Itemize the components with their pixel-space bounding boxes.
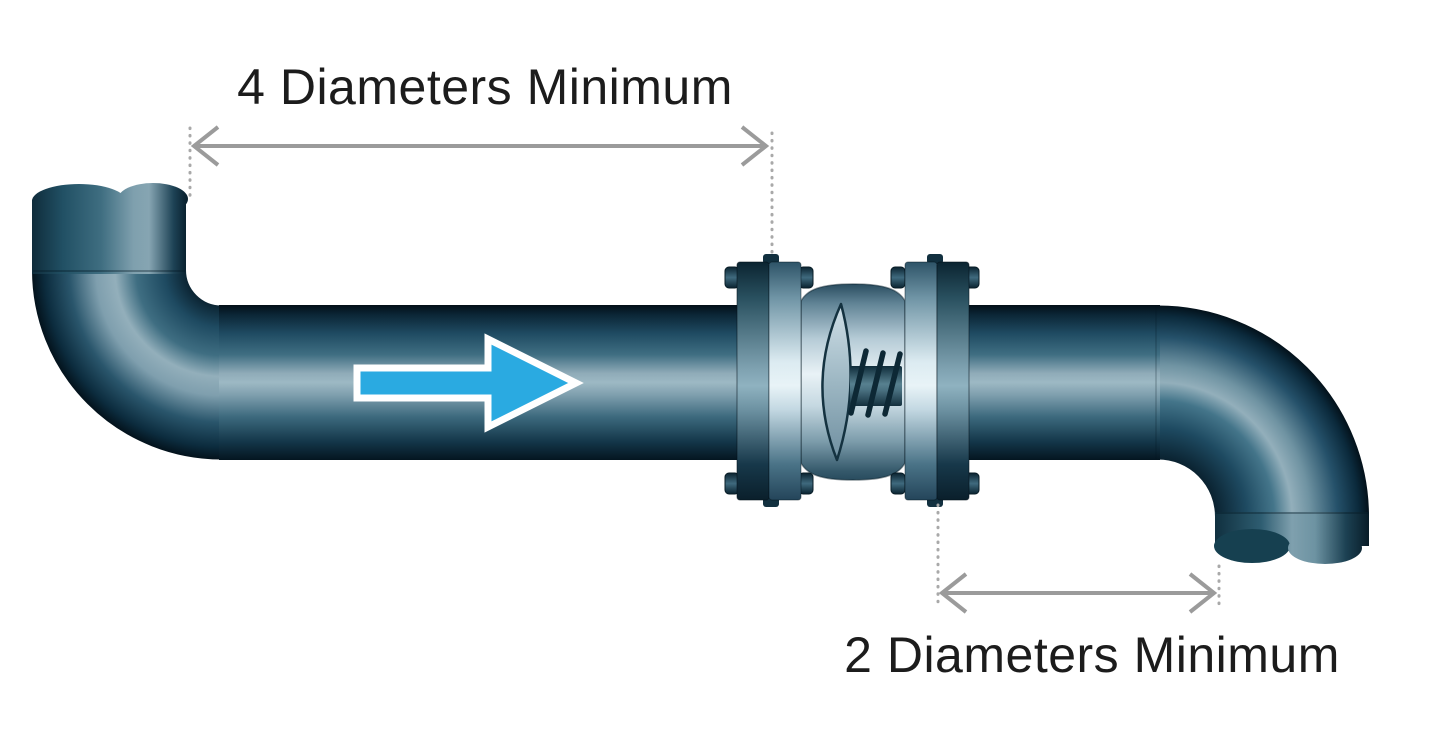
spring-coil-3: [882, 351, 903, 417]
inlet-flange-outer-plate: [736, 261, 770, 501]
downstream-pipe-opening-right-lobe: [1288, 532, 1362, 564]
inlet-flange-stud: [763, 254, 779, 264]
upstream-pipe-opening-left-lobe: [32, 184, 126, 218]
upstream-pipe-opening-right-lobe: [118, 183, 188, 215]
downstream-dimension: 2 Diameters Minimum: [844, 503, 1340, 683]
inlet-flange-inner-plate: [768, 261, 802, 501]
outlet-flange-outer-plate: [936, 261, 970, 501]
check-valve: [724, 254, 980, 507]
spring-coil-1: [848, 348, 869, 416]
outlet-flange-bolt: [890, 266, 906, 289]
downstream-pipe-opening-left-lobe: [1214, 529, 1290, 563]
upstream-dimension: 4 Diameters Minimum: [188, 59, 774, 259]
upstream-pipe: [32, 183, 225, 460]
inlet-flange: [724, 254, 814, 507]
upstream-arrowhead-left: [190, 125, 220, 167]
downstream-elbow: [1155, 305, 1369, 520]
downstream-pipe: [1155, 305, 1369, 564]
outlet-flange-stud: [927, 254, 943, 264]
flow-direction-arrow-icon: [353, 333, 584, 433]
downstream-arrowhead-left: [938, 572, 968, 614]
upstream-dimension-arrow: [190, 125, 770, 167]
upstream-arrowhead-right: [740, 125, 770, 167]
valve-spring: [848, 348, 903, 418]
outlet-flange: [890, 254, 980, 507]
upstream-label: 4 Diameters Minimum: [237, 59, 733, 115]
downstream-label: 2 Diameters Minimum: [844, 627, 1340, 683]
downstream-arrowhead-right: [1188, 572, 1218, 614]
outlet-flange-inner-plate: [904, 261, 938, 501]
valve-disc: [821, 302, 852, 462]
outlet-flange-bolt: [890, 472, 906, 495]
spring-coil-2: [865, 350, 886, 418]
downstream-dimension-arrow: [938, 572, 1218, 614]
upstream-elbow: [32, 267, 225, 460]
